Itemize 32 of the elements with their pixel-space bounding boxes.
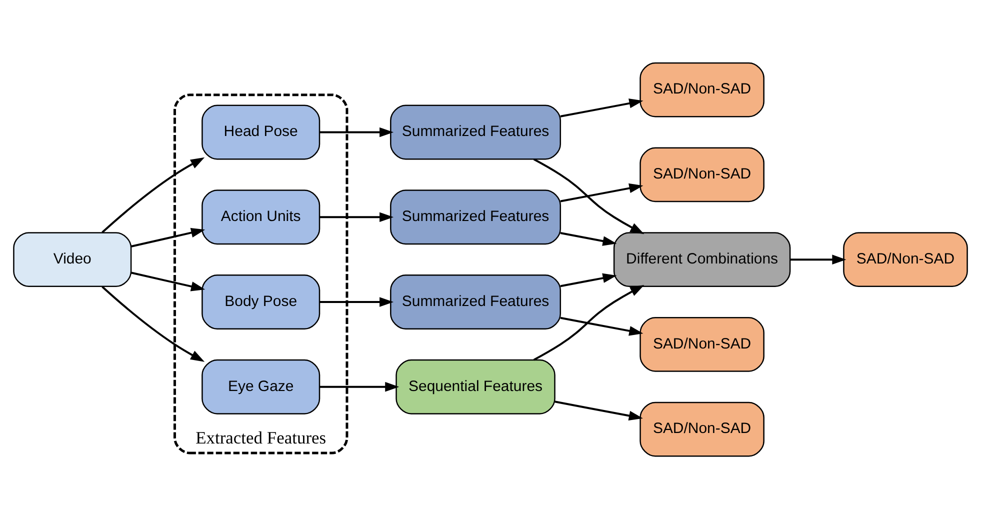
node-box: Action Units — [202, 189, 320, 244]
arrow — [560, 182, 644, 202]
node-box: Summarized Features — [390, 274, 562, 329]
node-box: Summarized Features — [390, 104, 562, 160]
node-box: Video — [13, 232, 132, 287]
node-box: SAD/Non-SAD — [640, 146, 764, 202]
node-box: SAD/Non-SAD — [640, 62, 764, 117]
arrow — [560, 272, 617, 287]
arrow — [320, 126, 394, 137]
node-box: Different Combinations — [613, 232, 791, 287]
arrow — [533, 284, 644, 360]
node-box: SAD/Non-SAD — [843, 232, 968, 287]
node-box: Head Pose — [202, 104, 320, 160]
arrow — [131, 227, 206, 247]
node-box: Eye Gaze — [202, 358, 320, 414]
arrow — [102, 156, 205, 233]
arrow — [560, 232, 617, 246]
arrow — [554, 400, 643, 420]
arrow — [320, 296, 394, 306]
node-box: SAD/Non-SAD — [640, 401, 764, 456]
node-box: Sequential Features — [396, 358, 556, 414]
arrow — [560, 316, 644, 336]
arrow — [560, 98, 644, 117]
arrow — [320, 212, 394, 222]
arrow — [320, 381, 400, 392]
arrow — [533, 158, 644, 234]
node-box: Body Pose — [202, 274, 320, 329]
arrow — [102, 286, 205, 362]
arrow — [131, 271, 206, 291]
node-box: Summarized Features — [390, 189, 562, 244]
node-box: SAD/Non-SAD — [640, 316, 764, 372]
arrow — [790, 254, 846, 264]
